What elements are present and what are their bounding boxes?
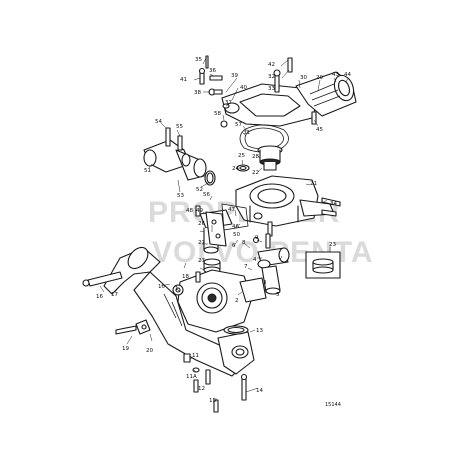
part-label-22: 22: [252, 170, 259, 176]
part-label-48: 48: [186, 208, 193, 214]
part-label-8: 8: [242, 240, 246, 246]
housing-bolts: [267, 197, 341, 237]
part-label-57: 57: [235, 122, 242, 128]
elbow-o-ring: [223, 325, 249, 335]
thermostat: [257, 145, 283, 171]
part-label-32: 32: [268, 74, 275, 80]
part-label-23: 23: [329, 242, 336, 248]
part-label-56: 56: [203, 192, 210, 198]
connecting-pipe-upper: [143, 127, 207, 181]
part-label-45: 45: [316, 127, 323, 133]
part-label-24: 24: [232, 166, 239, 172]
part-label-12: 12: [198, 386, 205, 392]
part-label-20: 20: [146, 348, 153, 354]
part-label-46: 46: [232, 224, 239, 230]
thermostat-gasket: [239, 124, 289, 153]
part-label-27-upper: 27: [198, 240, 205, 246]
pipe-seal-rings: [181, 153, 216, 186]
part-label-41: 41: [180, 77, 187, 83]
part-label-7: 7: [244, 264, 248, 270]
coolant-pipe-lower: [82, 246, 247, 377]
thermostat-cover: [221, 69, 319, 127]
part-label-28: 28: [252, 154, 259, 160]
part-label-29: 29: [316, 75, 323, 81]
part-label-13: 13: [256, 328, 263, 334]
pipe-fitting-right: [252, 233, 290, 269]
part-label-40: 40: [240, 85, 247, 91]
part-label-34: 34: [330, 201, 337, 207]
part-label-2: 2: [235, 298, 239, 304]
thermostat-housing: [235, 175, 335, 227]
part-label-9: 9: [255, 235, 259, 241]
part-label-21: 21: [310, 181, 317, 187]
leader-lines: [99, 57, 349, 402]
part-label-38: 38: [194, 90, 201, 96]
part-label-25: 25: [238, 153, 245, 159]
part-label-16: 16: [96, 294, 103, 300]
part-label-19: 19: [122, 346, 129, 352]
part-label-11: 11: [192, 353, 199, 359]
part-label-11a: 11A: [186, 374, 197, 380]
part-label-31: 31: [243, 130, 250, 136]
part-label-47: 47: [228, 207, 235, 213]
drain-cock: [115, 319, 151, 335]
part-label-5: 5: [276, 292, 280, 298]
part-label-36: 36: [209, 68, 216, 74]
part-label-27-lower: 27: [198, 258, 205, 264]
part-label-54: 54: [155, 119, 162, 125]
seal-ring-inset-box: [305, 251, 341, 279]
part-label-43: 43: [332, 72, 339, 78]
part-label-39: 39: [231, 73, 238, 79]
part-label-58: 58: [214, 111, 221, 117]
part-label-26: 26: [198, 221, 205, 227]
part-label-52: 52: [196, 187, 203, 193]
part-label-10: 10: [158, 284, 165, 290]
part-label-17: 17: [111, 292, 118, 298]
part-label-51: 51: [144, 168, 151, 174]
part-label-15: 15: [209, 398, 216, 404]
part-label-14: 14: [256, 388, 263, 394]
part-label-53: 53: [177, 193, 184, 199]
part-label-44: 44: [344, 72, 351, 78]
part-label-6: 6: [232, 243, 236, 249]
part-label-50: 50: [233, 232, 240, 238]
part-label-1: 1: [175, 286, 179, 292]
part-label-35: 35: [195, 57, 202, 63]
part-labels: 35 41 36 39 38 40 42 32 33 30 29 43 44 3…: [96, 57, 351, 404]
part-label-4: 4: [253, 257, 257, 263]
part-label-55: 55: [176, 124, 183, 130]
part-label-18: 18: [182, 274, 189, 280]
small-bolts-top: [198, 55, 317, 128]
diagram-reference-number: 15144: [325, 402, 341, 408]
part-label-30: 30: [300, 75, 307, 81]
water-pump-housing: [177, 269, 267, 333]
pipe-bracket: [195, 205, 227, 247]
part-label-49: 49: [196, 208, 203, 214]
exhaust-elbow-pipe: [295, 71, 357, 117]
part-label-37: 37: [225, 100, 232, 106]
part-label-42: 42: [268, 62, 275, 68]
part-label-3: 3: [263, 280, 267, 286]
part-label-33: 33: [268, 86, 275, 92]
hose-right: [261, 265, 281, 295]
